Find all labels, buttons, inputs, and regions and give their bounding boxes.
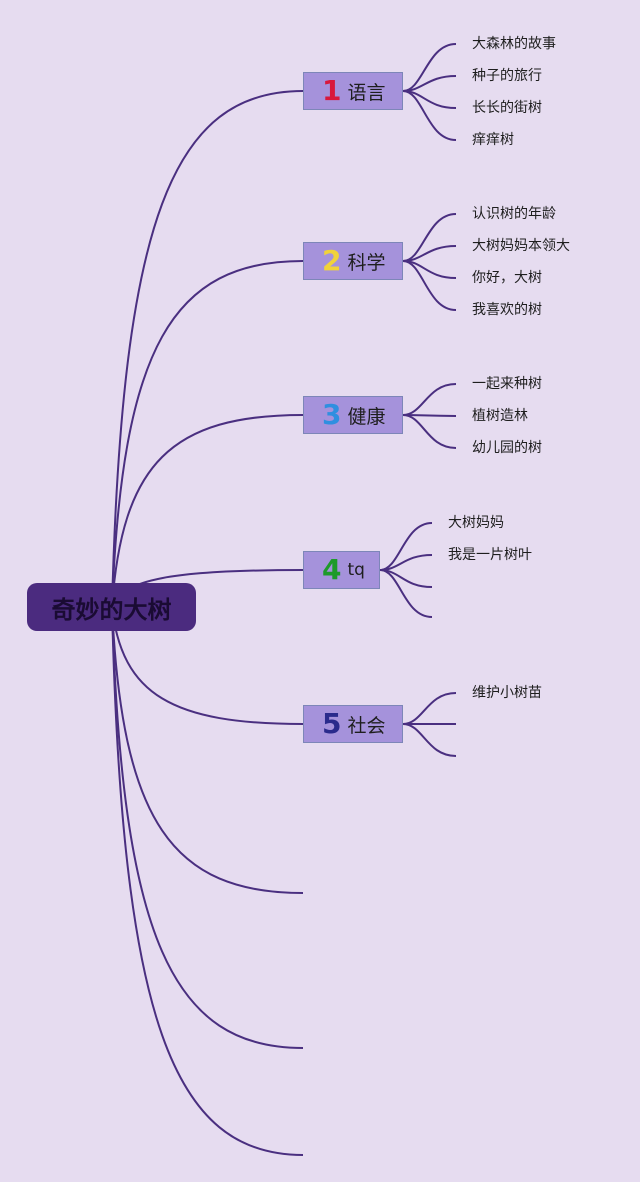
leaf-connector-4-4 (379, 569, 433, 618)
branch-node-2[interactable]: 2 科学 (303, 242, 403, 280)
leaf-3-2[interactable]: 植树造林 (472, 408, 528, 424)
leaf-connector-1-1 (402, 43, 457, 92)
main-connector-1 (111, 90, 304, 608)
branch-node-5[interactable]: 5 社会 (303, 705, 403, 743)
leaf-2-1[interactable]: 认识树的年龄 (472, 206, 556, 222)
leaf-2-2[interactable]: 大树妈妈本领大 (472, 238, 570, 254)
leaf-1-2[interactable]: 种子的旅行 (472, 68, 542, 84)
leaf-connector-5-1 (402, 692, 457, 725)
leaf-1-3[interactable]: 长长的街树 (472, 100, 542, 116)
main-connector-5 (111, 606, 304, 725)
main-connector-8 (111, 606, 304, 1156)
branch-node-1[interactable]: 1 语言 (303, 72, 403, 110)
leaf-4-1[interactable]: 大树妈妈 (448, 515, 504, 531)
leaf-3-1[interactable]: 一起来种树 (472, 376, 542, 392)
leaf-connector-3-2 (402, 414, 457, 417)
main-connector-2 (111, 260, 304, 608)
leaf-connector-1-4 (402, 90, 457, 141)
leaf-3-3[interactable]: 幼儿园的树 (472, 440, 542, 456)
branch-label-5: 社会 (347, 714, 386, 737)
branch-label-2: 科学 (347, 251, 386, 274)
leaf-connector-5-3 (402, 723, 457, 757)
main-connector-3 (111, 414, 304, 608)
branch-node-4[interactable]: 4 tq (303, 551, 380, 589)
root-label: 奇妙的大树 (51, 595, 172, 624)
branch-number-3: 3 (322, 398, 342, 431)
main-connector-7 (111, 606, 304, 1049)
root-node[interactable]: 奇妙的大树 (27, 583, 196, 631)
leaf-connector-4-1 (379, 522, 433, 571)
leaf-connector-2-4 (402, 260, 457, 311)
leaf-5-1[interactable]: 维护小树苗 (472, 685, 542, 701)
leaf-connector-3-1 (402, 383, 457, 416)
leaf-1-1[interactable]: 大森林的故事 (472, 36, 556, 52)
leaf-2-4[interactable]: 我喜欢的树 (472, 302, 542, 318)
branch-label-1: 语言 (347, 81, 386, 104)
branch-node-3[interactable]: 3 健康 (303, 396, 403, 434)
branch-label-4: tq (347, 560, 365, 580)
branch-number-2: 2 (322, 244, 342, 277)
leaf-connector-2-1 (402, 213, 457, 262)
leaf-4-2[interactable]: 我是一片树叶 (448, 547, 532, 563)
branch-number-5: 5 (322, 707, 342, 740)
leaf-2-3[interactable]: 你好，大树 (472, 270, 542, 286)
branch-number-1: 1 (322, 74, 342, 107)
leaf-connector-3-3 (402, 414, 457, 449)
branch-label-3: 健康 (347, 405, 386, 428)
leaf-1-4[interactable]: 痒痒树 (472, 132, 514, 148)
branch-number-4: 4 (322, 553, 342, 586)
main-connector-6 (111, 606, 304, 894)
